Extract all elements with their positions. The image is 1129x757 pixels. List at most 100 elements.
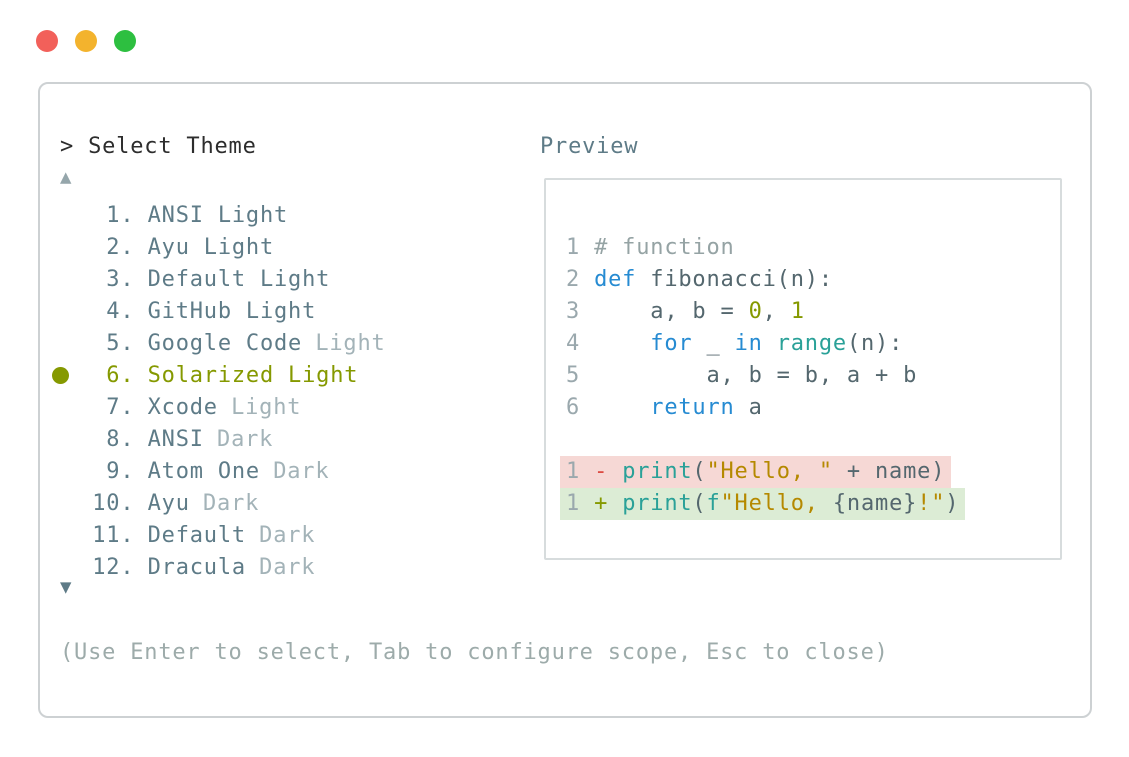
item-name: Default bbox=[147, 523, 246, 548]
item-name: ANSI Light bbox=[147, 203, 289, 228]
code-token: print bbox=[622, 459, 693, 484]
code-token bbox=[580, 491, 594, 516]
code-token: ( bbox=[692, 459, 707, 484]
code-token: , bbox=[762, 299, 791, 324]
code-token: 1 bbox=[790, 299, 805, 324]
item-variant: Dark bbox=[217, 427, 274, 452]
line-number: 1 bbox=[566, 459, 581, 484]
theme-list-item[interactable]: 9. Atom One Dark bbox=[40, 456, 540, 488]
code-token: + bbox=[594, 491, 609, 516]
code-token: fibonacci(n): bbox=[636, 267, 833, 292]
code-token: + name) bbox=[832, 459, 946, 484]
code-token: a, b = bbox=[580, 299, 749, 324]
line-number: 1 bbox=[566, 235, 581, 260]
code-token: !" bbox=[917, 491, 946, 516]
window-controls bbox=[36, 30, 136, 52]
item-number: 8. bbox=[106, 427, 135, 452]
item-variant: Dark bbox=[259, 555, 316, 580]
diff-line-added: 1 + print(f"Hello, {name}!") bbox=[560, 488, 1060, 520]
item-number: 9. bbox=[106, 459, 135, 484]
preview-title: Preview bbox=[540, 134, 639, 159]
code-token bbox=[580, 331, 650, 356]
item-number: 4. bbox=[106, 299, 135, 324]
close-button[interactable] bbox=[36, 30, 58, 52]
theme-list-item[interactable]: 1. ANSI Light bbox=[40, 200, 540, 232]
item-name: GitHub Light bbox=[147, 299, 317, 324]
prompt-title: > Select Theme bbox=[60, 134, 257, 159]
item-name: Xcode bbox=[147, 395, 218, 420]
code-token: f bbox=[706, 491, 721, 516]
theme-list-item[interactable]: 8. ANSI Dark bbox=[40, 424, 540, 456]
code-token bbox=[580, 395, 650, 420]
item-variant: Light bbox=[315, 331, 386, 356]
line-number: 1 bbox=[566, 491, 581, 516]
item-variant: Dark bbox=[259, 523, 316, 548]
theme-list-item[interactable]: 12. Dracula Dark bbox=[40, 552, 540, 584]
theme-list-item[interactable]: 4. GitHub Light bbox=[40, 296, 540, 328]
theme-list-item[interactable]: 3.Default Light bbox=[40, 264, 540, 296]
item-number: 12. bbox=[92, 555, 135, 580]
code-token: 0 bbox=[748, 299, 763, 324]
code-token bbox=[580, 267, 594, 292]
item-name: Default Light bbox=[147, 267, 331, 292]
scroll-down-icon[interactable]: ▼ bbox=[60, 576, 73, 598]
theme-list-item[interactable]: 5. Google Code Light bbox=[40, 328, 540, 360]
code-token: a, b = b, a + b bbox=[580, 363, 918, 388]
code-token bbox=[580, 459, 594, 484]
code-token bbox=[763, 331, 777, 356]
item-name: Dracula bbox=[147, 555, 246, 580]
theme-selector-panel: > Select Theme ▲ 1. ANSI Light 2. Ayu Light… bbox=[38, 82, 1092, 718]
code-token: # function bbox=[580, 235, 735, 260]
item-number: 6. bbox=[106, 363, 135, 388]
item-variant: Light bbox=[231, 395, 302, 420]
item-number: 7. bbox=[106, 395, 135, 420]
item-number: 11. bbox=[92, 523, 135, 548]
item-number: 1. bbox=[106, 203, 135, 228]
item-number: 5. bbox=[106, 331, 135, 356]
item-name: Solarized Light bbox=[147, 363, 359, 388]
code-token: - bbox=[594, 459, 609, 484]
item-number: 10. bbox=[92, 491, 135, 516]
item-variant: Dark bbox=[273, 459, 330, 484]
line-number: 2 bbox=[566, 267, 581, 292]
item-name: ANSI bbox=[147, 427, 204, 452]
code-line: 1 # function bbox=[566, 232, 1060, 264]
theme-list-item[interactable]: 2. Ayu Light bbox=[40, 232, 540, 264]
code-token: ( bbox=[692, 491, 707, 516]
code-token: def bbox=[594, 267, 637, 292]
code-token bbox=[608, 459, 622, 484]
code-line: 4 for _ in range(n): bbox=[566, 328, 1060, 360]
code-token: (n): bbox=[846, 331, 904, 356]
code-token: for bbox=[650, 331, 693, 356]
minimize-button[interactable] bbox=[75, 30, 97, 52]
code-line: 6 return a bbox=[566, 392, 1060, 424]
diff-line-removed: 1 - print("Hello, " + name) bbox=[560, 456, 1060, 488]
code-line: 2 def fibonacci(n): bbox=[566, 264, 1060, 296]
theme-list-item[interactable]: 11. Default Dark bbox=[40, 520, 540, 552]
code-token: return bbox=[650, 395, 735, 420]
line-number: 5 bbox=[566, 363, 581, 388]
selected-bullet-icon bbox=[52, 360, 92, 392]
code-token: in bbox=[734, 331, 763, 356]
item-name: Ayu Light bbox=[147, 235, 275, 260]
line-number: 6 bbox=[566, 395, 581, 420]
item-name: Google Code bbox=[147, 331, 303, 356]
maximize-button[interactable] bbox=[114, 30, 136, 52]
code-token: "Hello, " bbox=[706, 459, 833, 484]
code-token: range bbox=[776, 331, 847, 356]
scroll-up-icon[interactable]: ▲ bbox=[60, 166, 73, 188]
theme-list-item[interactable]: 7. Xcode Light bbox=[40, 392, 540, 424]
code-token: a bbox=[734, 395, 763, 420]
line-number: 4 bbox=[566, 331, 581, 356]
theme-list-item[interactable]: 6. Solarized Light bbox=[40, 360, 540, 392]
item-name: Atom One bbox=[147, 459, 260, 484]
code-line: 5 a, b = b, a + b bbox=[566, 360, 1060, 392]
item-number: 2. bbox=[106, 235, 135, 260]
code-token: print bbox=[622, 491, 693, 516]
line-number: 3 bbox=[566, 299, 581, 324]
code-token: ) bbox=[945, 491, 960, 516]
